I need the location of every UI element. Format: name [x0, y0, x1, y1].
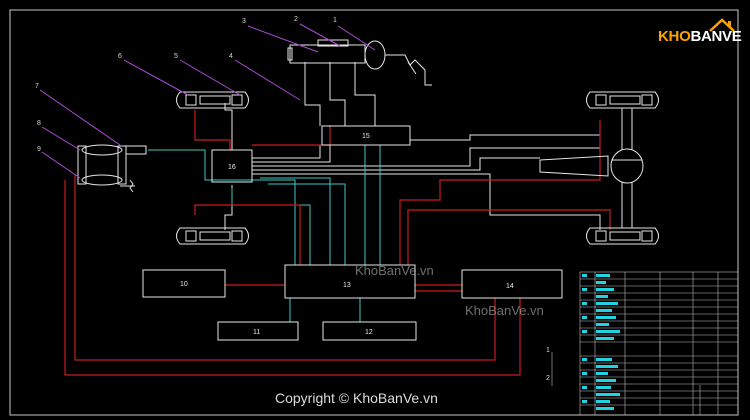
house-roof-icon [709, 18, 735, 32]
block-10-label: 10 [180, 281, 188, 288]
callout-1: 1 [333, 17, 337, 24]
watermark-center: KhoBanVe.vn [355, 263, 434, 278]
parts-list-text-marks [582, 274, 620, 410]
block-14: 14 [461, 269, 563, 299]
logo-text-banve: BANVE [690, 28, 742, 45]
module-16: 16 [211, 149, 253, 183]
master-cylinder-assembly [287, 39, 432, 86]
rear-axle-differential [539, 108, 644, 228]
block-13: 13 [284, 264, 416, 299]
table-side-marks: 1 2 [546, 347, 553, 386]
callout-4: 4 [229, 53, 233, 60]
wheel-speed-sensor [77, 144, 147, 193]
module-15-label: 15 [362, 133, 370, 140]
callout-6: 6 [118, 53, 122, 60]
kho-banve-logo[interactable]: KHOBANVE [652, 18, 742, 54]
callout-2: 2 [294, 16, 298, 23]
drawing-frame [9, 9, 739, 416]
leader-lines [39, 23, 376, 179]
callout-9: 9 [37, 146, 41, 153]
side-mark-2: 2 [546, 375, 550, 382]
rear-left-wheel [176, 227, 249, 245]
side-mark-1: 1 [546, 347, 550, 354]
front-left-wheel [176, 91, 249, 109]
block-12: 12 [322, 321, 417, 341]
callout-8: 8 [37, 120, 41, 127]
block-10: 10 [142, 269, 226, 298]
parts-list-table [579, 271, 739, 416]
rear-right-wheel [586, 227, 659, 245]
cyan-wires [148, 145, 381, 322]
block-12-label: 12 [365, 329, 373, 336]
block-13-label: 13 [343, 282, 351, 289]
block-11: 11 [217, 321, 299, 341]
callout-7: 7 [35, 83, 39, 90]
front-right-wheel [586, 91, 659, 109]
red-wires [64, 110, 611, 376]
block-14-label: 14 [506, 283, 514, 290]
callout-numbers: 1 2 3 4 5 6 7 8 9 [35, 16, 337, 153]
copyright-text: Copyright © KhoBanVe.vn [275, 390, 438, 406]
module-15: 15 [321, 125, 411, 146]
callout-3: 3 [242, 18, 246, 25]
block-11-label: 11 [253, 329, 260, 336]
callout-5: 5 [174, 53, 178, 60]
logo-text-kho: KHO [658, 28, 691, 45]
module-16-label: 16 [228, 164, 236, 171]
logo-text: KHOBANVE [658, 28, 742, 45]
watermark-right: KhoBanVe.vn [465, 303, 544, 318]
